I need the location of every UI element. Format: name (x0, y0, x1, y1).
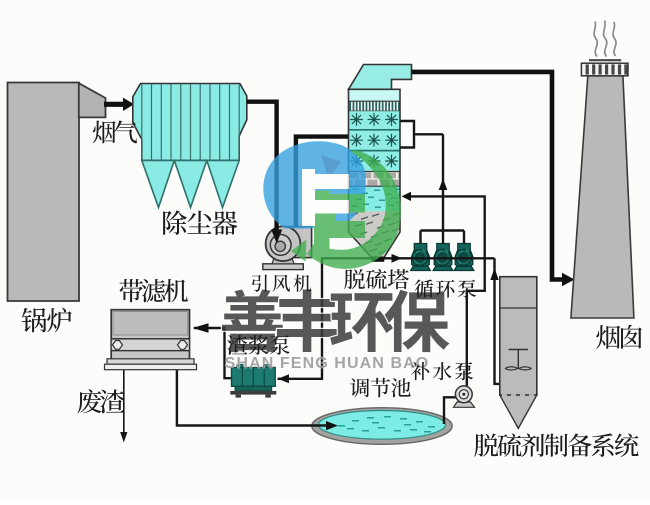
svg-text:SHAN FENG HUAN BAO: SHAN FENG HUAN BAO (225, 355, 430, 372)
